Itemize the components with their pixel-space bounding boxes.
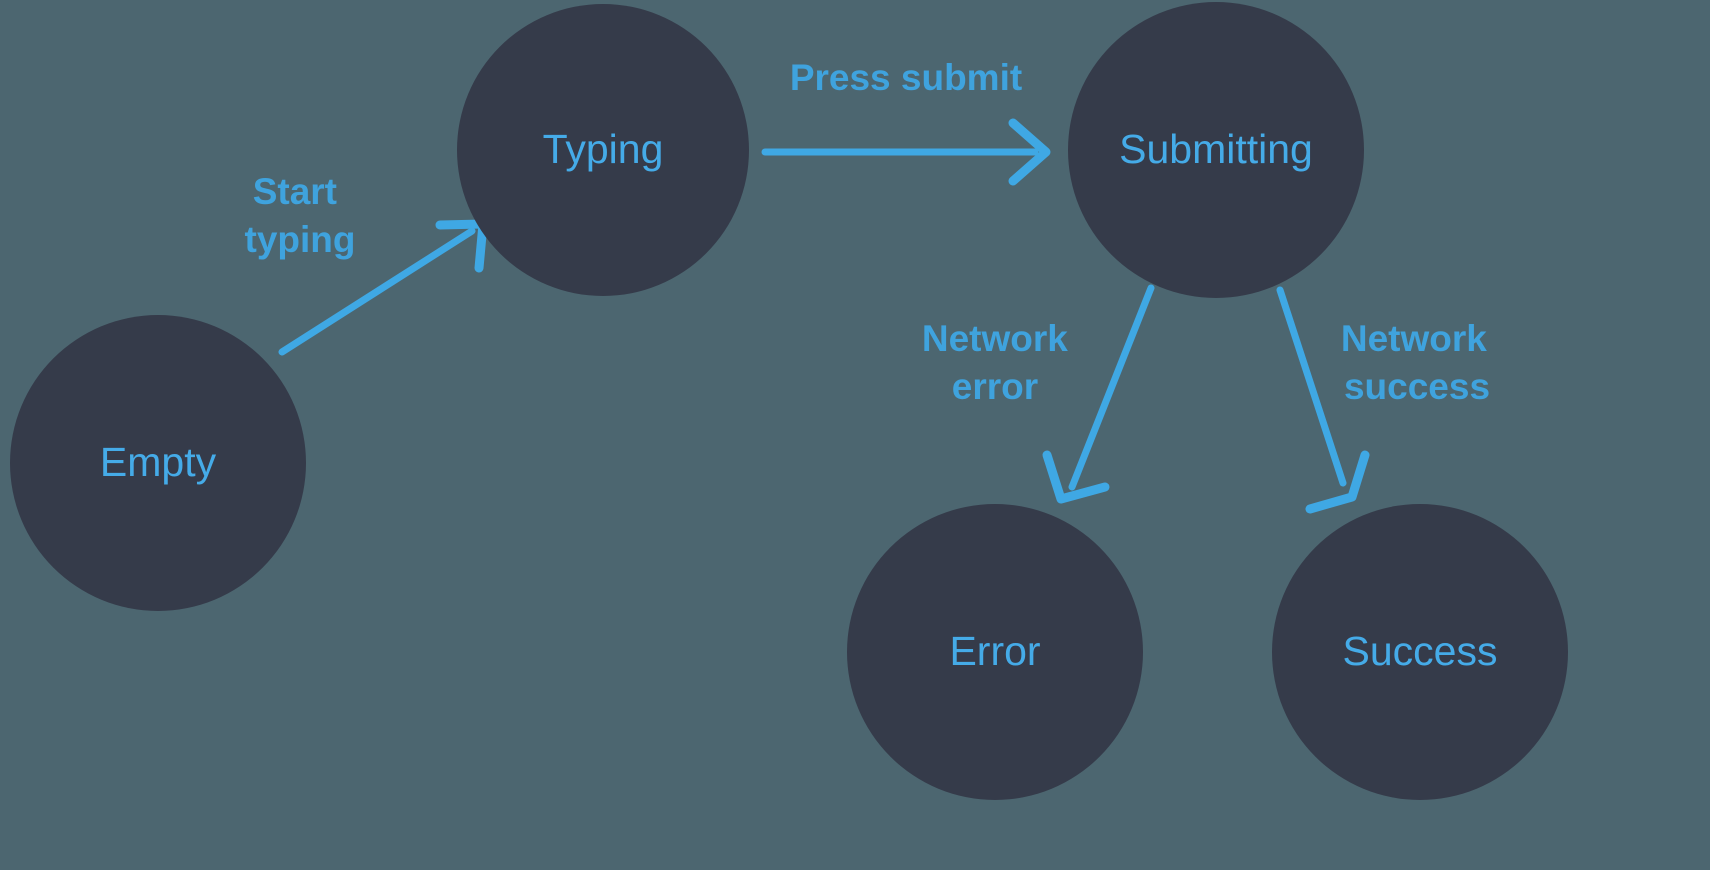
transition-label-press-submit-line-1: Press submit: [790, 57, 1022, 98]
state-node-error[interactable]: Error: [847, 504, 1143, 800]
transition-network-success[interactable]: [1276, 286, 1370, 514]
state-node-error-label: Error: [949, 628, 1040, 674]
state-node-submitting[interactable]: Submitting: [1068, 2, 1364, 298]
transition-label-network-error-line-1: Network: [922, 318, 1068, 359]
transition-press-submit[interactable]: [761, 118, 1051, 186]
state-node-submitting-label: Submitting: [1119, 126, 1313, 172]
state-node-typing-label: Typing: [543, 126, 664, 172]
state-node-error-circle: [847, 504, 1143, 800]
transition-label-press-submit: Press submit: [790, 57, 1022, 98]
network-success-arrow-head: [1305, 450, 1370, 514]
transition-label-network-success-line-1: Network: [1341, 318, 1487, 359]
transition-label-start-typing-line-2: typing: [245, 219, 356, 260]
transition-label-network-error: Network error: [922, 318, 1078, 407]
transition-network-error[interactable]: [1042, 284, 1155, 504]
transition-label-network-success-line-2: success: [1344, 366, 1490, 407]
network-success-arrow-line: [1276, 286, 1347, 487]
state-node-empty[interactable]: Empty: [10, 315, 306, 611]
state-node-success-label: Success: [1343, 628, 1498, 674]
transition-label-network-success: Network success: [1341, 318, 1497, 407]
network-error-arrow-line: [1068, 284, 1155, 491]
state-node-empty-circle: [10, 315, 306, 611]
transition-label-network-error-line-2: error: [952, 366, 1038, 407]
state-node-success-circle: [1272, 504, 1568, 800]
network-error-arrow-head: [1042, 450, 1110, 504]
state-node-typing[interactable]: Typing: [457, 4, 749, 296]
start-typing-arrow-line: [278, 227, 476, 356]
press-submit-arrow-head: [1008, 118, 1051, 186]
transition-label-start-typing-line-1: Start: [253, 171, 337, 212]
transition-label-start-typing: Start typing: [245, 171, 356, 260]
state-node-typing-circle: [457, 4, 749, 296]
state-node-success[interactable]: Success: [1272, 504, 1568, 800]
state-node-empty-label: Empty: [100, 439, 217, 485]
state-node-submitting-circle: [1068, 2, 1364, 298]
